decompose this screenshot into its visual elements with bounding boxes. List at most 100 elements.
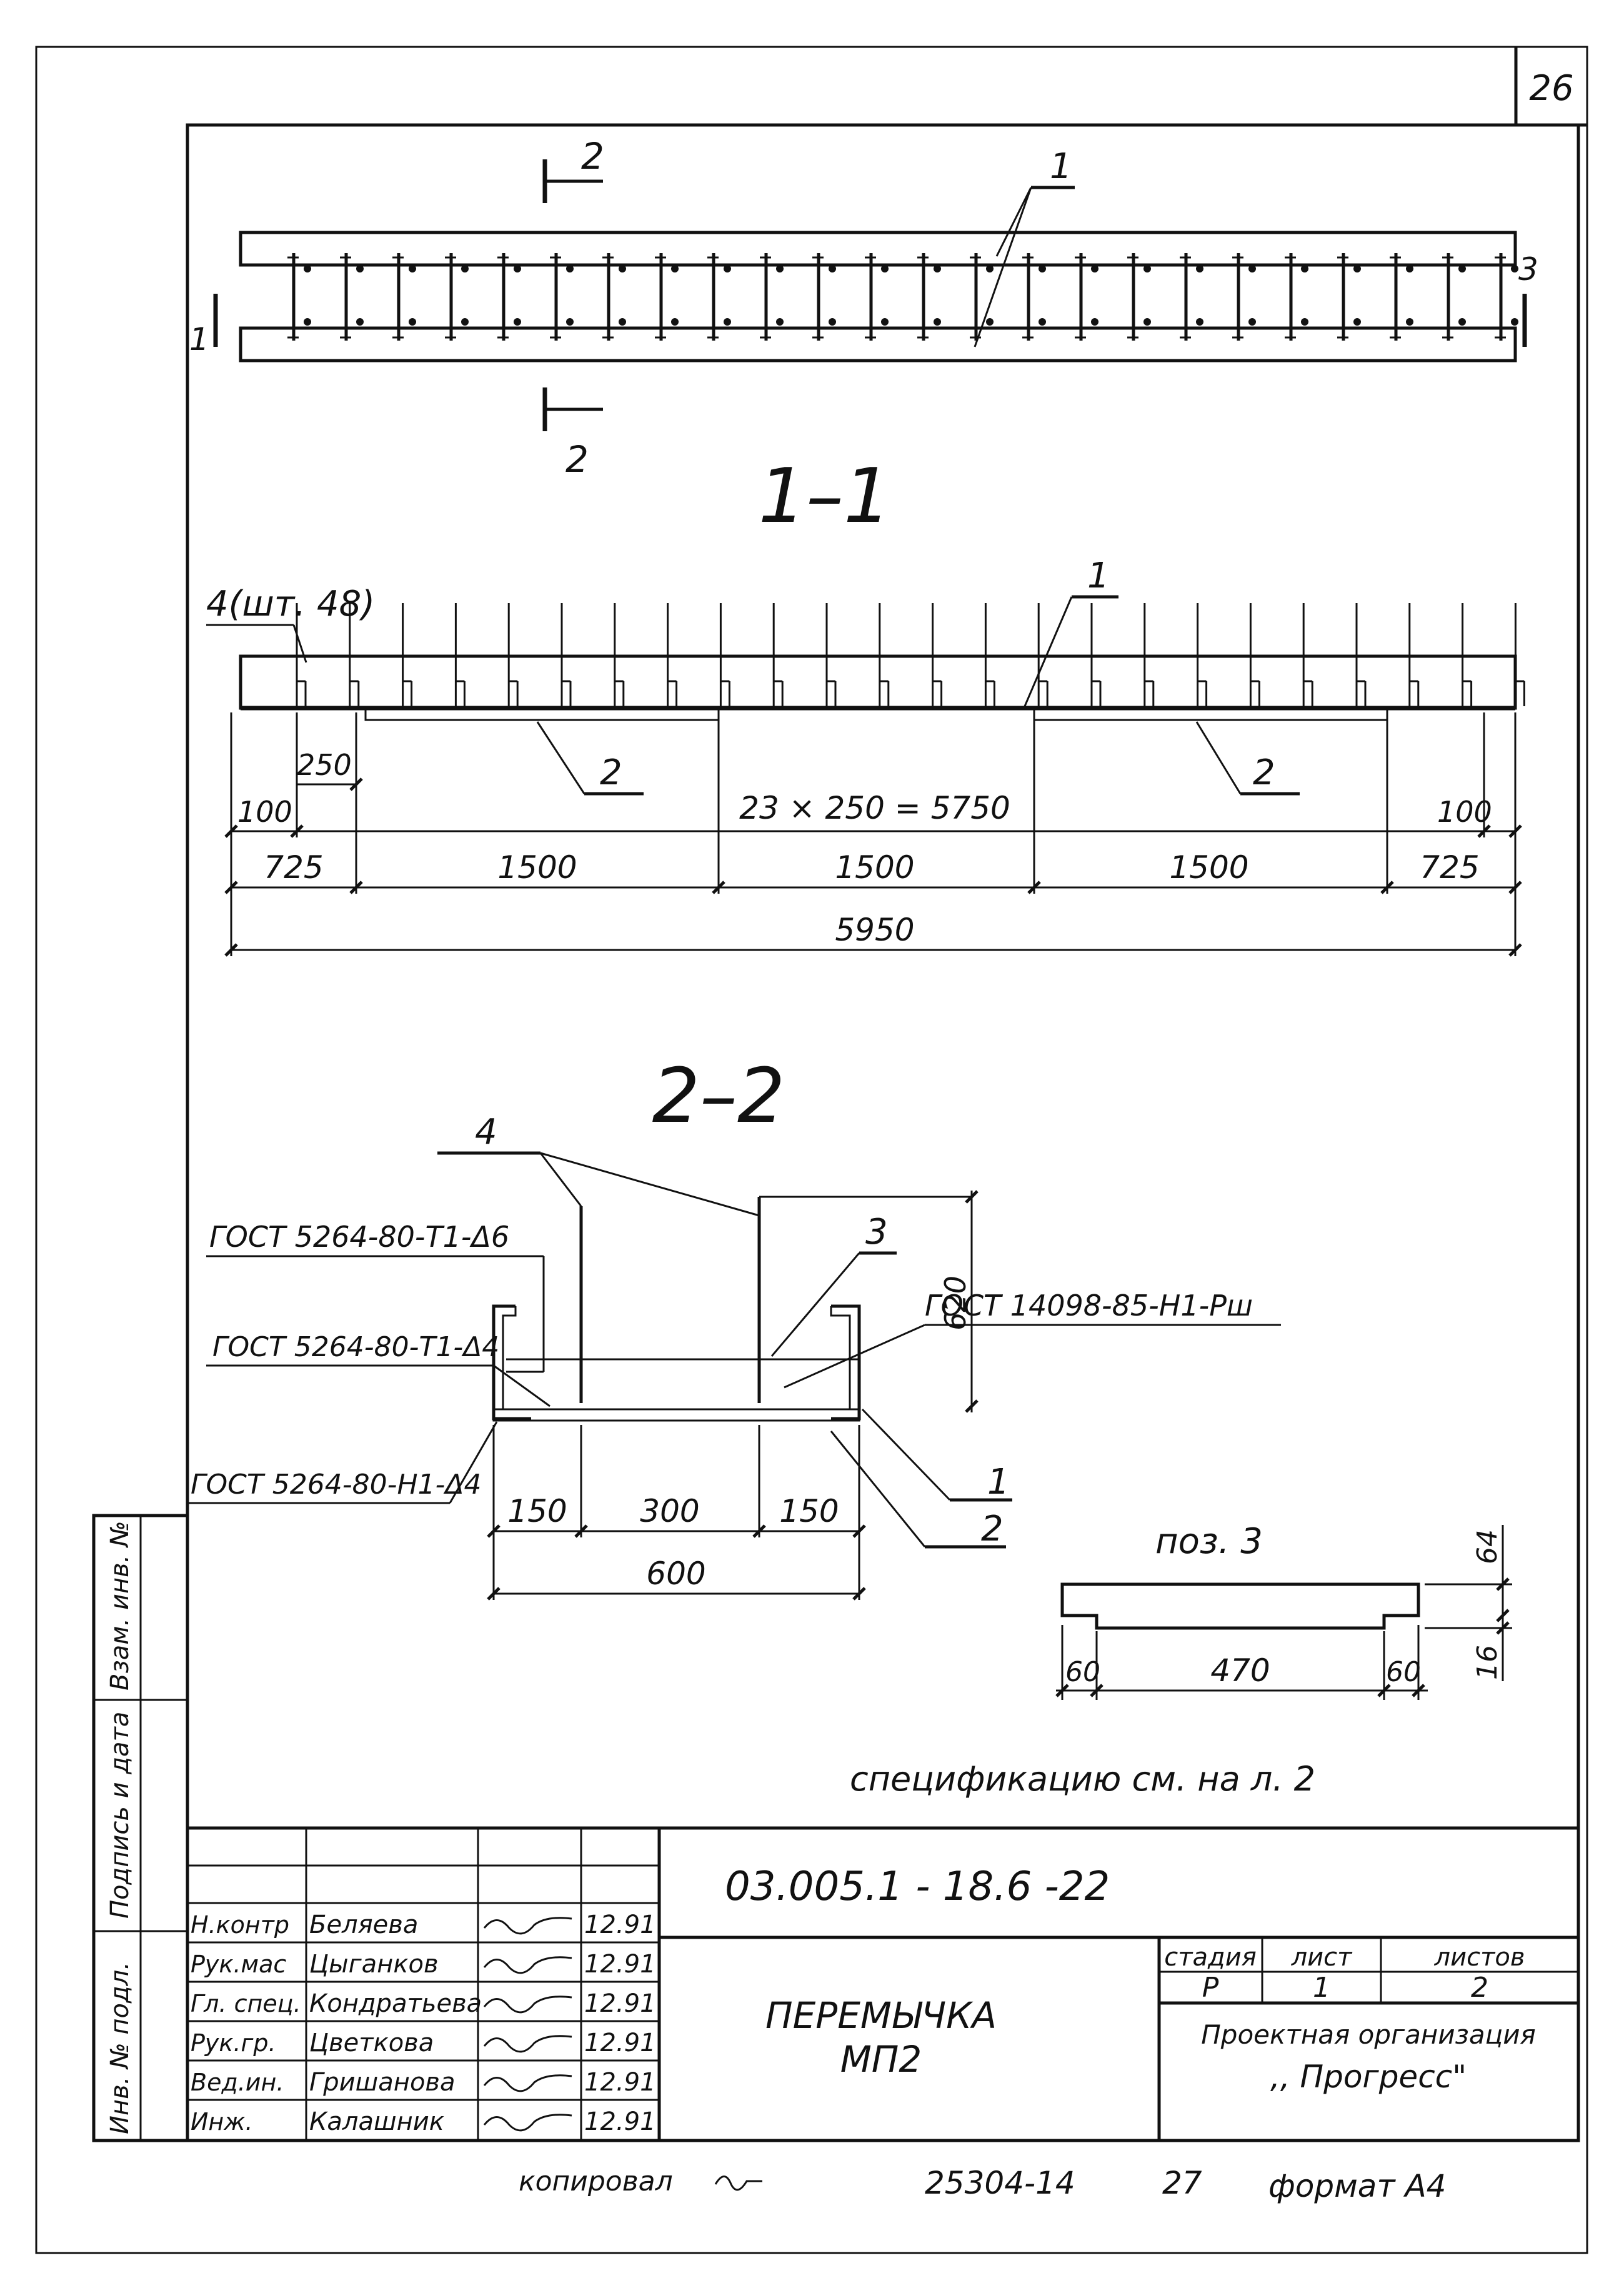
spec-note: спецификацию см. на л. 2 bbox=[850, 1759, 1315, 1799]
row-date: 12.91 bbox=[584, 2107, 656, 2136]
plan-stirrup bbox=[1390, 253, 1413, 341]
plan-stirrup bbox=[1075, 253, 1098, 341]
sec2-callout-4: 4 bbox=[475, 1112, 497, 1152]
plan-stirrup bbox=[1495, 253, 1518, 341]
dim-725-right: 725 bbox=[1420, 849, 1479, 886]
sheet-number-box: 26 bbox=[1514, 47, 1587, 127]
plan-view: 2 2 1 1 3 bbox=[189, 135, 1538, 481]
plate-2-right bbox=[1033, 708, 1388, 721]
sec2-callout-2: 2 bbox=[981, 1509, 1004, 1549]
signature bbox=[483, 1956, 572, 1974]
row-name: Цыганков bbox=[309, 1950, 439, 1979]
plan-stirrup bbox=[655, 253, 679, 341]
left-stamp: Взам. инв. № Подпись и дата Инв. № подл. bbox=[92, 1514, 189, 2142]
plan-stirrup bbox=[917, 253, 941, 341]
sheets-value: 2 bbox=[1471, 1972, 1488, 2004]
channel-right bbox=[830, 1304, 861, 1421]
pos3-dim-16: 16 bbox=[1472, 1645, 1503, 1680]
section-2-2-title: 2–2 bbox=[652, 1053, 785, 1140]
section-1-1-title: 1–1 bbox=[759, 453, 892, 540]
stamp-col-2: Подпись и дата bbox=[106, 1712, 134, 1919]
vertical-rod bbox=[1197, 603, 1208, 706]
dim-100-left: 100 bbox=[237, 795, 292, 829]
vertical-rod bbox=[825, 603, 837, 706]
vertical-rod bbox=[560, 603, 572, 706]
row-date: 12.91 bbox=[584, 2029, 656, 2057]
signature bbox=[483, 2114, 572, 2132]
dim-300: 300 bbox=[640, 1493, 699, 1529]
vertical-rod bbox=[879, 603, 890, 706]
plate-2-left bbox=[364, 708, 720, 721]
row-name: Кондратьева bbox=[309, 1989, 482, 2018]
sec1-callout-2-left: 2 bbox=[600, 752, 622, 793]
org-line-2: ,, Прогресс" bbox=[1270, 2059, 1467, 2095]
dim-600: 600 bbox=[646, 1556, 705, 1592]
sec1-callout-1: 1 bbox=[1087, 556, 1110, 596]
pos3-dim-60-right: 60 bbox=[1386, 1656, 1421, 1688]
section-1-1-rods bbox=[296, 603, 1525, 706]
row-role: Вед.ин. bbox=[191, 2069, 284, 2096]
footer: копировал 25304-14 27 формат А4 bbox=[519, 2165, 1446, 2204]
plan-stirrups bbox=[287, 253, 1518, 341]
dim-total: 5950 bbox=[835, 912, 914, 948]
plan-stirrup bbox=[760, 253, 784, 341]
copied-label: копировал bbox=[519, 2166, 673, 2197]
vertical-rod bbox=[1143, 603, 1155, 706]
plan-stirrup bbox=[1442, 253, 1466, 341]
row-role: Рук.мас bbox=[191, 1951, 286, 1978]
vertical-rod bbox=[719, 603, 730, 706]
section-2-2: 2–2 4 620 3 ГОСТ 5264 bbox=[187, 1053, 1281, 1600]
plan-stirrup bbox=[1337, 253, 1361, 341]
pos-3-detail: поз. 3 60 470 60 64 16 bbox=[1056, 1521, 1512, 1700]
row-name: Калашник bbox=[309, 2107, 444, 2136]
row-role: Рук.гр. bbox=[191, 2029, 276, 2057]
dim-150-left: 150 bbox=[507, 1493, 567, 1529]
plan-stirrup bbox=[707, 253, 731, 341]
plan-stirrup bbox=[865, 253, 889, 341]
vertical-rod bbox=[454, 603, 466, 706]
section-1-label: 1 bbox=[189, 321, 209, 357]
pos3-dim-470: 470 bbox=[1210, 1652, 1270, 1689]
sec2-callout-1: 1 bbox=[987, 1462, 1010, 1502]
copy-sheet-number: 27 bbox=[1162, 2165, 1202, 2201]
drawing-title-2: МП2 bbox=[840, 2038, 922, 2081]
weld-note-2: ГОСТ 5264-80-Т1-Δ4 bbox=[212, 1331, 499, 1363]
vertical-rod bbox=[507, 603, 519, 706]
stamp-col-1: Взам. инв. № bbox=[106, 1521, 134, 1691]
plan-stirrup bbox=[1127, 253, 1151, 341]
outer-border bbox=[35, 46, 1588, 2254]
dim-1500-a: 1500 bbox=[497, 849, 577, 886]
dim-620: 620 bbox=[939, 1276, 972, 1331]
row-date: 12.91 bbox=[584, 2068, 656, 2097]
dim-pitch: 23 × 250 = 5750 bbox=[739, 790, 1010, 826]
rod-note: 4(шт. 48) bbox=[206, 584, 375, 624]
plan-stirrup bbox=[812, 253, 836, 341]
weld-note-1: ГОСТ 5264-80-Т1-Δ6 bbox=[209, 1220, 509, 1254]
vertical-rod bbox=[1355, 603, 1367, 706]
drawing-frame bbox=[186, 123, 1580, 2142]
plan-stirrup bbox=[392, 253, 416, 341]
row-role: Инж. bbox=[191, 2108, 253, 2136]
vertical-rod bbox=[349, 603, 360, 706]
weld-note-3: ГОСТ 5264-80-Н1-Δ4 bbox=[191, 1469, 482, 1501]
plan-stirrup bbox=[970, 253, 994, 341]
sec1-dimensions: 250 100 23 × 250 = 5750 100 725 1500 150… bbox=[226, 712, 1521, 956]
signature bbox=[483, 1917, 572, 1935]
vertical-rod bbox=[1514, 603, 1525, 706]
title-block-row: Рук.гр. Цветкова 12.91 bbox=[187, 2020, 659, 2057]
weld-note-4: ГОСТ 14098-85-Н1-Рш bbox=[925, 1289, 1253, 1322]
sheet-value: 1 bbox=[1313, 1972, 1330, 2004]
format-label: формат А4 bbox=[1268, 2168, 1446, 2204]
section-2-label-bottom: 2 bbox=[565, 438, 589, 481]
sec2-callout-3: 3 bbox=[865, 1212, 888, 1252]
vertical-rod bbox=[614, 603, 625, 706]
vertical-rod bbox=[402, 603, 413, 706]
pos3-dim-64: 64 bbox=[1472, 1529, 1503, 1564]
row-name: Цветкова bbox=[309, 2029, 434, 2057]
sec1-callout-2-right: 2 bbox=[1253, 752, 1275, 793]
plan-stirrup bbox=[445, 253, 469, 341]
row-role: Н.контр bbox=[191, 1911, 289, 1939]
